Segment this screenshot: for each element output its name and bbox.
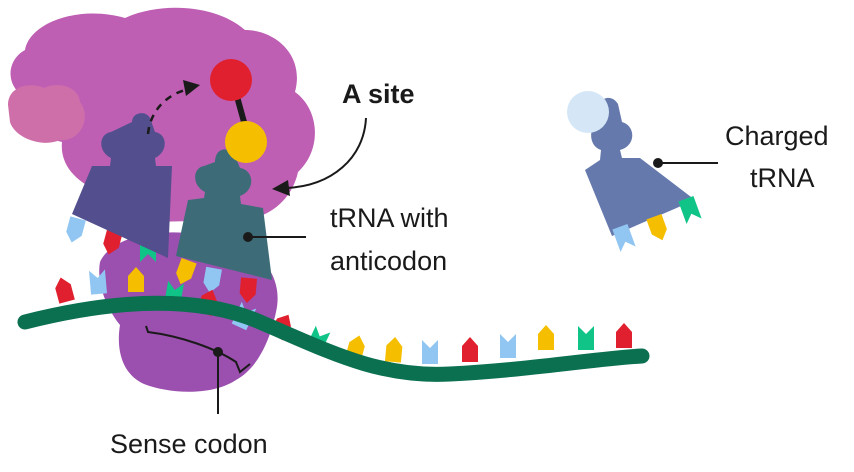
nucleotide-base-red [616,323,632,348]
nucleotide-base-yellow [538,325,554,350]
ribosome-large-highlight [8,85,85,143]
a-site-trna [176,149,272,280]
amino-acid-yellow [225,121,267,163]
charged-trna-dot [653,158,663,168]
nucleotide-base-blue [203,266,222,293]
trna-anticodon-label-line1: tRNA with [330,203,449,233]
nucleotide-base-blue [422,340,438,364]
nucleotide-base-blue [612,223,636,253]
charged-trna-label-line2: tRNA [750,163,815,193]
nucleotide-base-yellow [128,267,144,292]
nucleotide-base-red [462,337,478,362]
a-site-pointer-head [272,180,290,196]
nucleotide-base-yellow [176,257,197,285]
nucleotide-base-yellow [646,213,667,241]
trna-anticodon-label-line2: anticodon [330,246,447,276]
nucleotide-base-red [239,277,258,303]
sense-codon-dot [213,347,223,357]
a-site-pointer [285,117,367,189]
transfer-arrow [146,88,186,135]
sense-codon-bracket [145,325,251,374]
nucleotide-base-green [678,195,702,225]
transfer-arrowhead [183,80,200,96]
a-site-label: A site [342,79,415,109]
sense-codon-label: Sense codon [110,429,268,459]
nucleotide-base-blue [500,334,516,358]
nucleotide-base-yellow [384,337,403,363]
nucleotide-base-red [55,277,75,304]
charged-trna-label-line1: Charged [725,121,829,151]
trna-anticodon-dot [243,232,253,242]
amino-acid-red [210,59,252,101]
charged-trna [585,97,695,236]
charged-amino-acid [567,91,609,133]
mrna-strand [17,295,650,382]
nucleotide-base-blue [66,216,86,243]
nucleotide-base-green [578,326,594,350]
p-site-trna [72,113,172,258]
nucleotide-base-blue [88,269,108,295]
